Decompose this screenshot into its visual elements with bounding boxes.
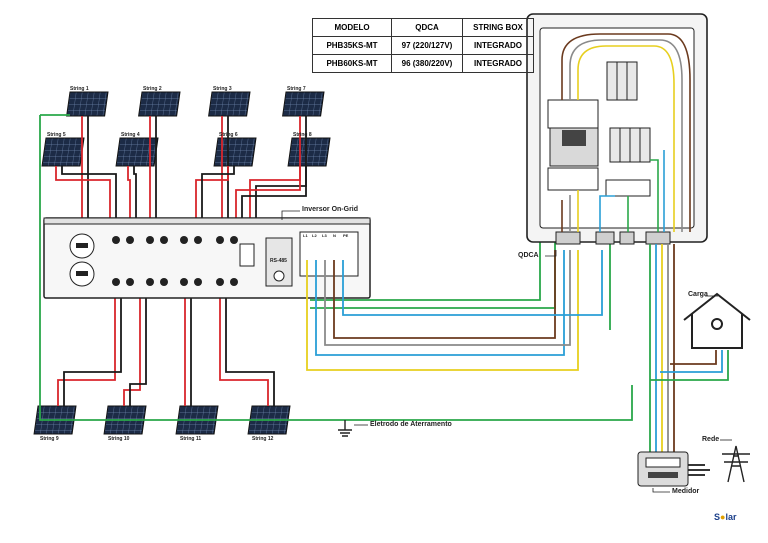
table-cell: INTEGRADO bbox=[462, 36, 534, 55]
meter-label: Medidor bbox=[672, 488, 700, 495]
qdca-box bbox=[526, 13, 708, 245]
comm-port bbox=[239, 243, 255, 267]
string-label: String 11 bbox=[180, 436, 202, 442]
string-label: String 10 bbox=[108, 436, 130, 442]
string-label: String 4 bbox=[121, 132, 140, 138]
svg-text:PE: PE bbox=[343, 233, 349, 238]
table-cell: PHB35KS-MT bbox=[312, 36, 392, 55]
neutral-bar bbox=[605, 179, 651, 197]
pv-panel-string-3 bbox=[208, 91, 251, 117]
grid-label: Rede bbox=[702, 436, 720, 443]
table-row: PHB35KS-MT 97 (220/127V) INTEGRADO bbox=[312, 36, 534, 55]
dps-surge-protectors bbox=[609, 127, 651, 163]
string-label: String 8 bbox=[293, 132, 312, 138]
dc-wires bbox=[55, 116, 307, 406]
string-label: String 2 bbox=[143, 86, 162, 92]
breakers-top bbox=[606, 61, 638, 101]
load-label: Carga bbox=[688, 291, 708, 298]
string-label: String 3 bbox=[213, 86, 232, 92]
brand-logo: S●lar bbox=[714, 512, 737, 522]
model-table: MODELO QDCA STRING BOX PHB35KS-MT 97 (22… bbox=[312, 18, 534, 73]
ground-electrode-icon bbox=[338, 420, 352, 437]
ac-wires bbox=[306, 250, 603, 371]
svg-text:L3: L3 bbox=[322, 233, 327, 238]
string-label: String 9 bbox=[40, 436, 59, 442]
main-breaker bbox=[547, 99, 599, 191]
output-wires bbox=[649, 244, 729, 476]
pv-panel-string-8 bbox=[287, 137, 331, 167]
string-label: String 1 bbox=[70, 86, 89, 92]
table-cell: PHB60KS-MT bbox=[312, 54, 392, 73]
string-label: String 6 bbox=[219, 132, 238, 138]
label-leaders bbox=[281, 210, 732, 493]
inverter-label: Inversor On-Grid bbox=[302, 206, 359, 213]
pv-panel-string-1 bbox=[66, 91, 109, 117]
table-header-row: MODELO QDCA STRING BOX bbox=[312, 18, 534, 37]
table-cell: 96 (380/220V) bbox=[391, 54, 463, 73]
svg-text:L1: L1 bbox=[303, 233, 308, 238]
table-header: MODELO bbox=[312, 18, 392, 37]
pv-panel-string-7 bbox=[282, 91, 325, 117]
load-house-icon bbox=[683, 292, 751, 349]
svg-text:N: N bbox=[333, 233, 336, 238]
qdca-internal-wires bbox=[561, 33, 691, 232]
table-cell: INTEGRADO bbox=[462, 54, 534, 73]
ac-terminal bbox=[299, 231, 359, 277]
pv-panel-string-5 bbox=[41, 137, 85, 167]
pv-panel-string-4 bbox=[115, 137, 159, 167]
meter-icon bbox=[637, 451, 689, 487]
ground-electrode-label: Eletrodo de Aterramento bbox=[370, 421, 452, 428]
string-label: String 5 bbox=[47, 132, 66, 138]
qdca-label: QDCA bbox=[518, 252, 539, 259]
inverter: L1 L2 L3 N PE bbox=[43, 217, 371, 299]
table-row: PHB60KS-MT 96 (380/220V) INTEGRADO bbox=[312, 54, 534, 73]
table-cell: 97 (220/127V) bbox=[391, 36, 463, 55]
svg-text:L2: L2 bbox=[312, 233, 317, 238]
pv-panel-string-6 bbox=[213, 137, 257, 167]
table-header: QDCA bbox=[391, 18, 463, 37]
string-label: String 12 bbox=[252, 436, 274, 442]
rs485-label: RS-485 bbox=[270, 258, 287, 264]
grid-tower-icon bbox=[722, 445, 750, 483]
pv-panel-string-2 bbox=[138, 91, 181, 117]
string-label: String 7 bbox=[287, 86, 306, 92]
table-header: STRING BOX bbox=[462, 18, 534, 37]
